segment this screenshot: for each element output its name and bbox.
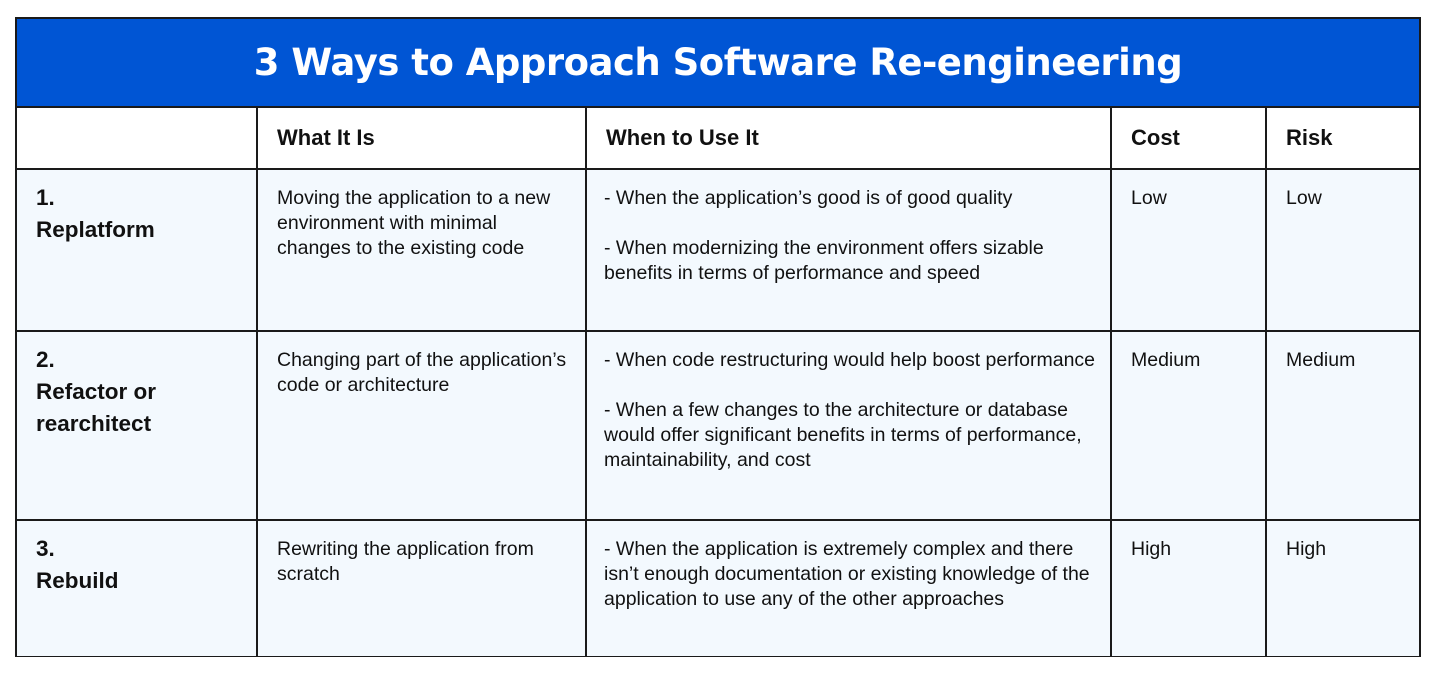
risk-cell: High <box>1265 519 1419 656</box>
when-item: - When the application is extremely comp… <box>604 538 1090 610</box>
header-risk: Risk <box>1265 108 1419 170</box>
when-item: - When modernizing the environment offer… <box>604 237 1044 284</box>
header-when-to-use: When to Use It <box>585 108 1112 170</box>
approach-number: 3. <box>36 536 55 561</box>
approach-cell: 3. Rebuild <box>17 519 258 656</box>
when-item: - When a few changes to the architecture… <box>604 399 1082 471</box>
table-row: 3. Rebuild Rewriting the application fro… <box>17 519 1419 656</box>
table-row: 2. Refactor or rearchitect Changing part… <box>17 330 1419 521</box>
what-it-is-cell: Changing part of the application’s code … <box>256 330 587 521</box>
comparison-sheet: 3 Ways to Approach Software Re-engineeri… <box>15 17 1421 657</box>
risk-cell: Medium <box>1265 330 1419 521</box>
approach-name: Replatform <box>36 217 155 242</box>
approach-name: Refactor or rearchitect <box>36 379 157 436</box>
header-what-it-is: What It Is <box>256 108 587 170</box>
risk-cell: Low <box>1265 168 1419 332</box>
approach-name: Rebuild <box>36 568 119 593</box>
cost-cell: Low <box>1110 168 1267 332</box>
cost-cell: High <box>1110 519 1267 656</box>
when-to-use-cell: - When the application is extremely comp… <box>585 519 1112 656</box>
when-item: - When code restructuring would help boo… <box>604 349 1096 371</box>
approach-cell: 2. Refactor or rearchitect <box>17 330 258 521</box>
approach-number: 1. <box>36 185 55 210</box>
when-item: - When the application’s good is of good… <box>604 187 1013 209</box>
when-to-use-cell: - When the application’s good is of good… <box>585 168 1112 332</box>
approach-number: 2. <box>36 347 55 372</box>
what-it-is-cell: Rewriting the application from scratch <box>256 519 587 656</box>
title-banner: 3 Ways to Approach Software Re-engineeri… <box>17 19 1419 108</box>
what-it-is-cell: Moving the application to a new environm… <box>256 168 587 332</box>
header-cost: Cost <box>1110 108 1267 170</box>
page-title: 3 Ways to Approach Software Re-engineeri… <box>253 41 1183 84</box>
header-approach <box>17 108 258 170</box>
when-to-use-cell: - When code restructuring would help boo… <box>585 330 1112 521</box>
approach-cell: 1. Replatform <box>17 168 258 332</box>
header-row: What It Is When to Use It Cost Risk <box>17 108 1419 170</box>
comparison-table: What It Is When to Use It Cost Risk 1. R… <box>17 108 1419 656</box>
table-row: 1. Replatform Moving the application to … <box>17 168 1419 332</box>
cost-cell: Medium <box>1110 330 1267 521</box>
